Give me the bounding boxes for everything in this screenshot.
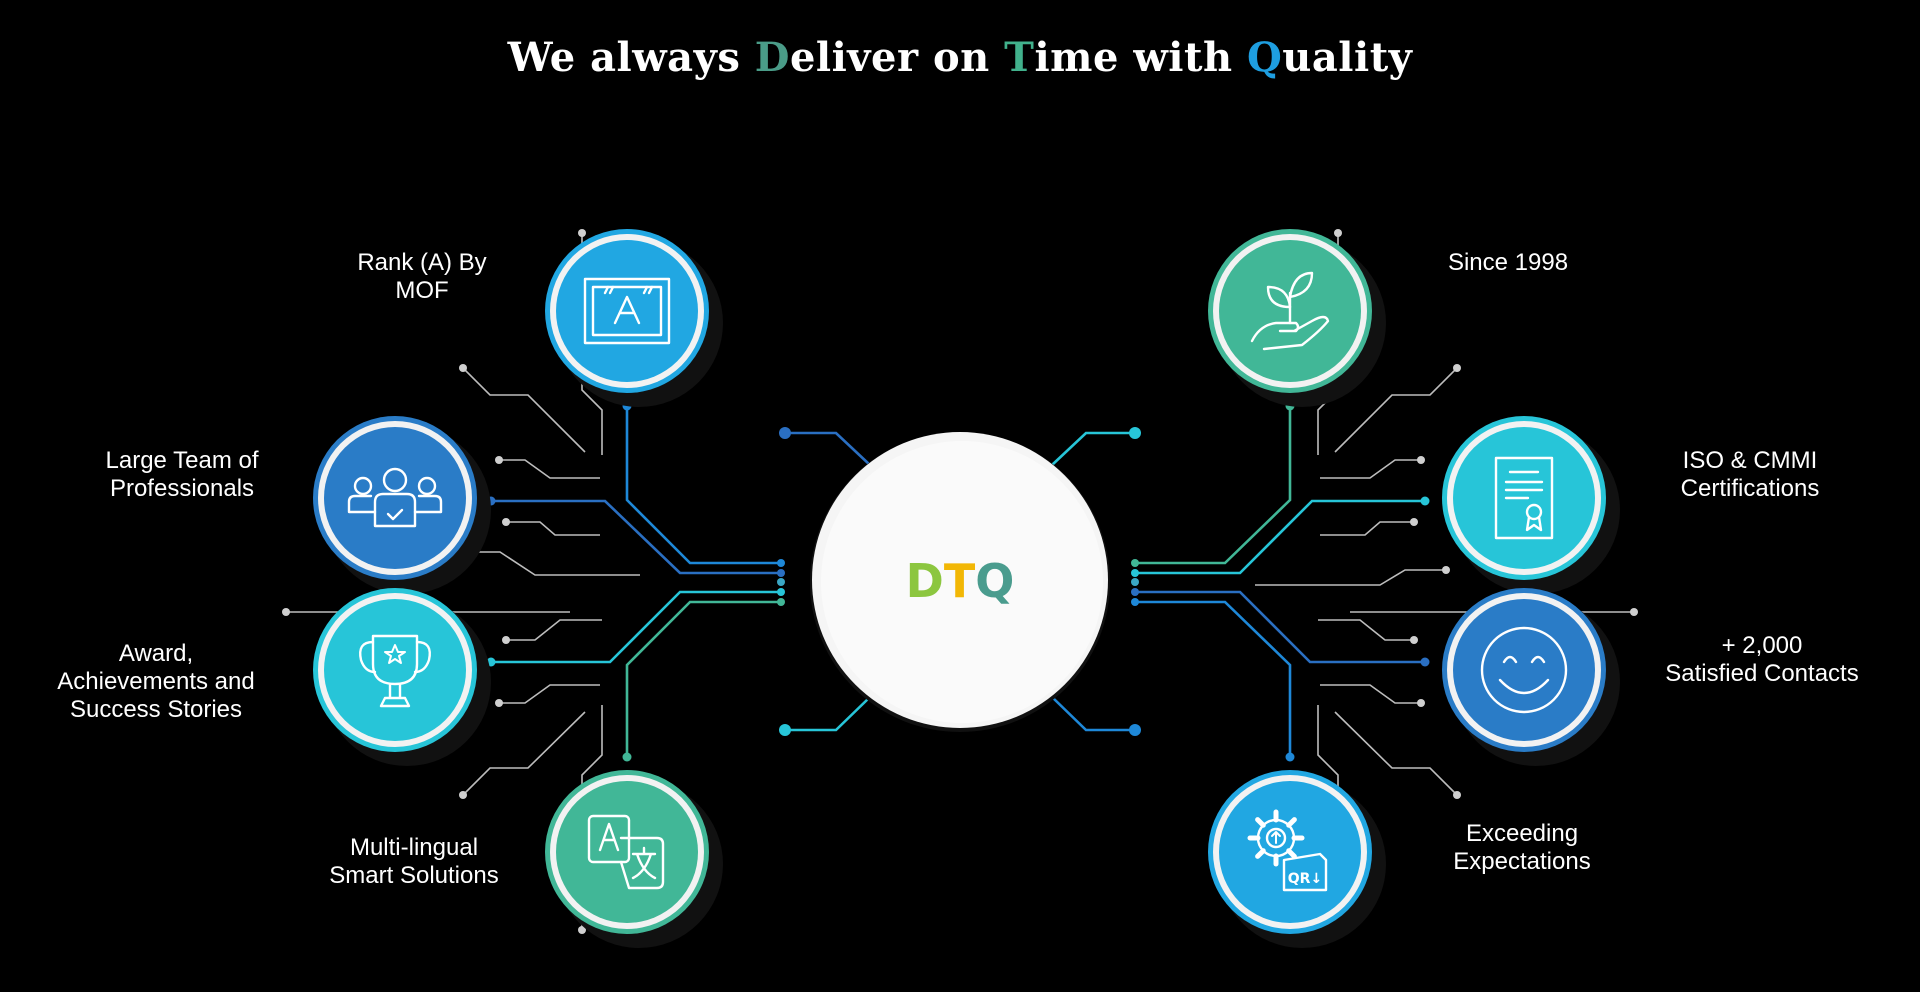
feature-label-line: Success Stories: [69, 696, 243, 723]
feature-label-line: Smart Solutions: [329, 862, 499, 889]
feature-label-line: ISO & CMMI: [1682, 447, 1818, 474]
feature-label-line: Multi-lingual: [349, 834, 479, 861]
node-fill: [324, 427, 466, 569]
connector-satisfied: [1136, 590, 1425, 664]
page-title: We always Deliver on Time with Quality: [0, 34, 1920, 81]
feature-label-line: Exceeding: [1465, 820, 1579, 847]
feature-node-team: [313, 416, 491, 594]
plant-hand-icon: [1250, 271, 1330, 351]
center-logo: DTQ: [906, 554, 1015, 608]
certificate-a-icon: [583, 277, 671, 345]
title-part: ime with: [1034, 34, 1247, 81]
title-part: T: [1004, 34, 1035, 81]
connector-rank: [625, 406, 780, 565]
node-fill: [324, 599, 466, 741]
feature-node-iso: [1442, 416, 1620, 594]
feature-label-line: Large Team of: [105, 447, 259, 474]
center-logo-d: D: [906, 554, 944, 608]
feature-label-line: MOF: [395, 277, 449, 304]
connector-team: [491, 499, 780, 575]
connector-multilingual: [625, 600, 780, 757]
title-part: D: [754, 34, 790, 81]
feature-label-line: + 2,000: [1721, 632, 1803, 659]
node-fill: [556, 240, 698, 382]
feature-label-line: Rank (A) By: [357, 249, 487, 276]
feature-label-line: Expectations: [1453, 848, 1591, 875]
feature-label-line: Professionals: [109, 475, 255, 502]
center-logo-t: T: [944, 554, 976, 608]
feature-node-rank: [545, 229, 723, 407]
feature-node-award: [313, 588, 491, 766]
connector-nodes: [486, 401, 1430, 762]
feature-label-line: Certifications: [1680, 475, 1820, 502]
trophy-icon: [359, 634, 431, 708]
title-part: uality: [1282, 34, 1413, 81]
center-node: DTQ: [810, 432, 1110, 732]
feature-label-since: Since 1998: [1448, 249, 1568, 277]
team-icon: [347, 467, 443, 528]
node-fill: [1453, 599, 1595, 741]
feature-label-line: Award,: [118, 640, 194, 667]
title-part: Q: [1246, 34, 1283, 81]
certificate-document-icon: [1494, 456, 1554, 540]
feature-label-line: Since 1998: [1447, 249, 1569, 276]
feature-circles: QR↓: [313, 229, 1620, 948]
svg-text:QR↓: QR↓: [1288, 871, 1322, 887]
node-fill: [556, 781, 698, 923]
connector-award: [491, 590, 780, 664]
feature-node-satisfied: [1442, 588, 1620, 766]
feature-label-line: Achievements and: [57, 668, 255, 695]
feature-node-multilingual: [545, 770, 723, 948]
connector-iso: [1136, 499, 1425, 575]
center-logo-q: Q: [975, 554, 1014, 608]
feature-label-line: Satisfied Contacts: [1665, 660, 1859, 687]
gear-qr-icon: QR↓: [1247, 809, 1328, 892]
connector-exceeding: [1136, 600, 1292, 757]
feature-node-since: [1208, 229, 1386, 407]
gray-circuit-nodes: [282, 229, 1638, 934]
connector-since: [1136, 406, 1292, 565]
title-part: eliver on: [789, 34, 1005, 81]
title-part: We always: [507, 34, 755, 81]
smiley-icon: [1480, 626, 1568, 714]
feature-node-exceeding: QR↓: [1208, 770, 1386, 948]
translate-icon: [587, 814, 665, 890]
colored-connectors: [491, 406, 1425, 757]
